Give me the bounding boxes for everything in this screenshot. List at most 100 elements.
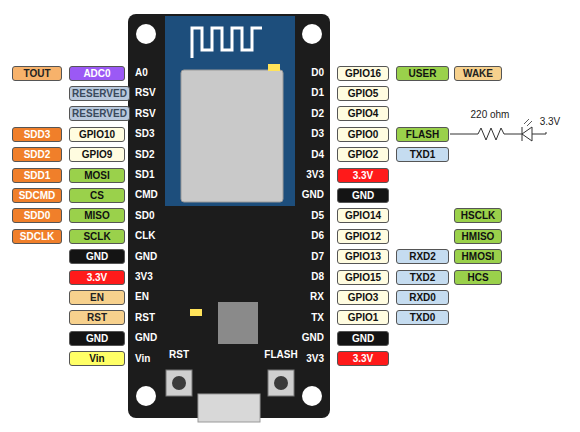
button-cap: [274, 376, 288, 390]
sd-signal-tag: SDCMD: [12, 188, 62, 203]
board-pin-name: SD3: [135, 128, 154, 140]
reset-button: [166, 370, 192, 396]
board-pin-name: D8: [311, 271, 324, 283]
pin-function-text: GPIO9: [82, 148, 113, 161]
mounting-hole: [136, 24, 156, 44]
mounting-hole: [302, 24, 322, 44]
pin-function-text: Vin: [89, 352, 104, 365]
function-tag: TOUT: [12, 66, 62, 81]
pin-function-text: RESERVED: [72, 107, 127, 120]
board-pin-name: SD2: [135, 149, 154, 161]
pin-function-text: SDCLK: [20, 230, 54, 243]
pin-function-text: GND: [86, 250, 108, 263]
gpio-tag: GPIO12: [337, 229, 389, 244]
pin-function-text: GPIO4: [348, 107, 379, 120]
pin-function-text: RXD2: [409, 250, 436, 263]
board-pin-name: RX: [310, 291, 324, 303]
control-tag: WAKE: [454, 66, 502, 81]
board-pin-name: CMD: [135, 189, 158, 201]
board-pin-name: GND: [302, 189, 324, 201]
pin-function-text: GPIO10: [79, 128, 115, 141]
pin-function-text: RXD0: [409, 291, 436, 304]
flash-button: [268, 370, 294, 396]
power-tag: 3.3V: [69, 270, 125, 285]
board-pin-name: 3V3: [306, 353, 324, 365]
pin-function-text: 3.3V: [353, 169, 374, 182]
led-symbol: [522, 127, 546, 141]
board-pin-name: D2: [311, 108, 324, 120]
pin-function-text: MOSI: [84, 169, 110, 182]
pin-function-text: GPIO13: [345, 250, 381, 263]
board-pin-name: 3V3: [135, 271, 153, 283]
mounting-hole: [302, 386, 322, 406]
function-tag: MOSI: [69, 168, 125, 183]
pin-function-text: HMOSI: [462, 250, 495, 263]
board-pin-name: EN: [135, 291, 149, 303]
function-tag: SCLK: [69, 229, 125, 244]
pin-function-text: SDCMD: [19, 189, 56, 202]
pin-function-text: TXD1: [410, 148, 436, 161]
board-pin-name: D5: [311, 210, 324, 222]
board-pin-name: CLK: [135, 230, 156, 242]
reserved-tag: RESERVED: [69, 86, 130, 101]
adc-tag: ADC0: [69, 66, 125, 81]
gpio-tag: GPIO5: [337, 86, 389, 101]
gpio-tag: GPIO2: [337, 147, 389, 162]
resistor-value: 220 ohm: [471, 109, 510, 121]
button-label: RST: [169, 349, 189, 361]
pin-function-text: GPIO15: [345, 271, 381, 284]
board-pin-name: GND: [135, 251, 157, 263]
gpio-tag: GPIO3: [337, 290, 389, 305]
reserved-tag: RESERVED: [69, 106, 130, 121]
pin-function-text: EN: [90, 291, 104, 304]
uart-tag: TXD0: [396, 310, 449, 325]
resistor-symbol: [450, 128, 522, 140]
pin-function-text: SCLK: [83, 230, 110, 243]
module-led: [268, 64, 280, 71]
mounting-hole: [136, 386, 156, 406]
function-tag: CS: [69, 188, 125, 203]
board-pin-name: RST: [135, 312, 155, 324]
board-pin-name: D1: [311, 87, 324, 99]
pin-function-text: MISO: [84, 209, 110, 222]
function-tag: HSCLK: [454, 208, 502, 223]
power-tag: 3.3V: [337, 168, 389, 183]
sd-signal-tag: SDD0: [12, 208, 62, 223]
pin-function-text: GPIO16: [345, 67, 381, 80]
gpio-tag: GPIO9: [69, 147, 125, 162]
pin-function-text: TXD0: [410, 311, 436, 324]
board-pin-name: SD1: [135, 169, 154, 181]
function-tag: MISO: [69, 208, 125, 223]
board-pin-name: D3: [311, 128, 324, 140]
board-led: [190, 309, 202, 316]
pin-function-text: GPIO2: [348, 148, 379, 161]
pin-function-text: HSCLK: [461, 209, 495, 222]
control-tag: RST: [69, 310, 125, 325]
board-pin-name: RSV: [135, 108, 156, 120]
pin-function-text: WAKE: [463, 67, 493, 80]
pin-function-text: GND: [352, 332, 374, 345]
pin-function-text: 3.3V: [87, 271, 108, 284]
gpio-tag: GPIO16: [337, 66, 389, 81]
uart-tag: RXD0: [396, 290, 449, 305]
pin-function-text: SDD3: [24, 128, 51, 141]
ground-tag: GND: [69, 249, 125, 264]
board-pin-name: Vin: [135, 353, 150, 365]
sd-signal-tag: SDD2: [12, 147, 62, 162]
gpio-tag: GPIO13: [337, 249, 389, 264]
gpio-tag: GPIO15: [337, 270, 389, 285]
board-pin-name: D6: [311, 230, 324, 242]
control-tag: EN: [69, 290, 125, 305]
gpio-tag: GPIO10: [69, 127, 125, 142]
function-tag: HMISO: [454, 229, 502, 244]
pin-function-text: GPIO12: [345, 230, 381, 243]
esp-module: [165, 16, 295, 206]
pin-function-text: TXD2: [410, 271, 436, 284]
ground-tag: GND: [337, 188, 389, 203]
board-pin-name: D0: [311, 67, 324, 79]
led-rays: [524, 119, 532, 126]
supply-voltage: 3.3V: [540, 116, 561, 128]
pin-function-text: HCS: [467, 271, 488, 284]
ground-tag: GND: [337, 331, 389, 346]
